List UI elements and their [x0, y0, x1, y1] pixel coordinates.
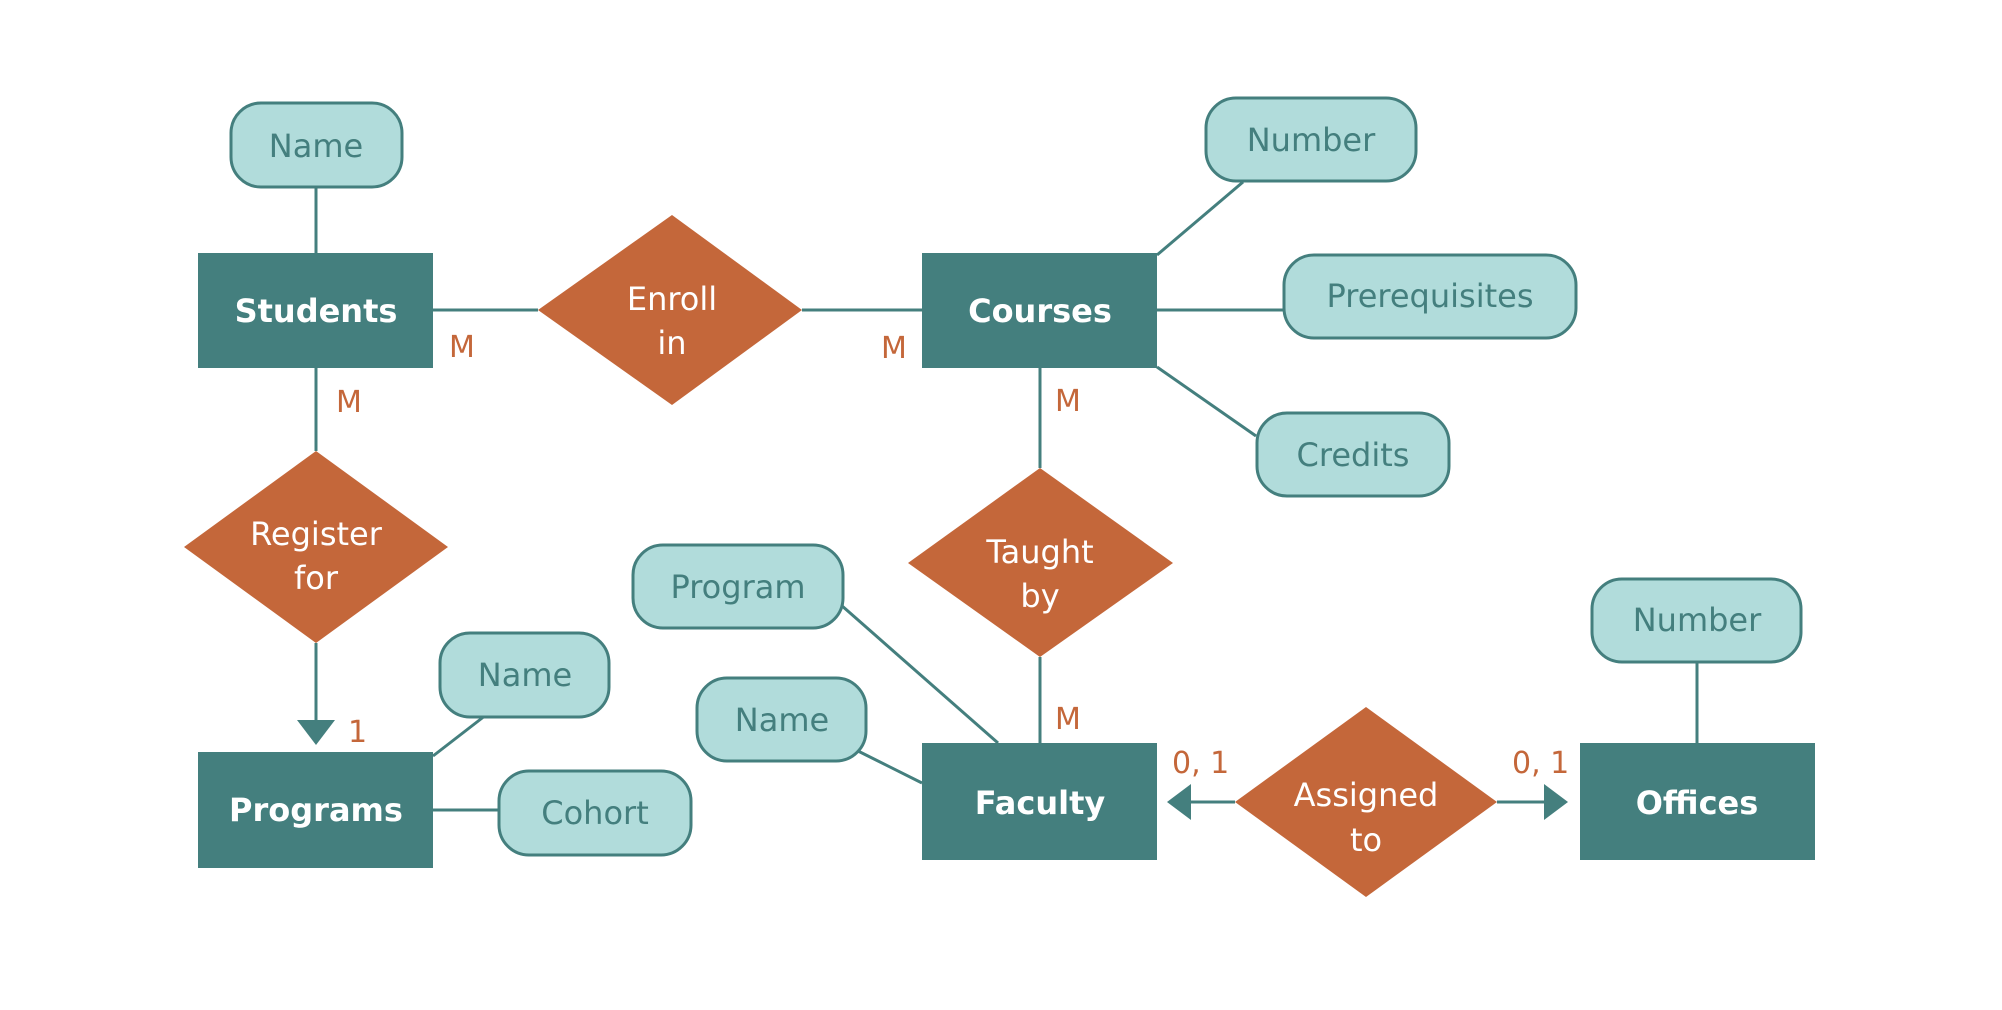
relationship-register-for-line1: Register — [250, 515, 383, 553]
entity-courses[interactable]: Courses — [922, 253, 1157, 368]
attribute-students-name[interactable]: Name — [229, 101, 404, 189]
relationship-assigned-to-line1: Assigned — [1294, 776, 1439, 814]
relationship-enroll-in-line2: in — [657, 324, 686, 362]
attribute-students-name-label: Name — [269, 127, 363, 165]
relationship-assigned-to-line2: to — [1350, 821, 1382, 859]
attribute-courses-number[interactable]: Number — [1204, 96, 1418, 183]
cardinality-courses-taught: M — [1055, 384, 1081, 419]
cardinality-faculty-taught: M — [1055, 702, 1081, 737]
entity-courses-label: Courses — [968, 292, 1112, 330]
attribute-programs-name[interactable]: Name — [438, 631, 611, 719]
attribute-offices-number[interactable]: Number — [1590, 577, 1803, 664]
arrow-right-icon — [1544, 784, 1568, 820]
entity-programs-label: Programs — [229, 791, 403, 829]
relationship-taught-by-line2: by — [1020, 577, 1059, 615]
entity-programs[interactable]: Programs — [198, 752, 433, 868]
connectors — [314, 180, 1699, 812]
attribute-programs-cohort[interactable]: Cohort — [497, 769, 693, 857]
relationship-taught-by[interactable]: Taught by — [908, 468, 1173, 657]
entity-offices-label: Offices — [1636, 784, 1759, 822]
relationship-register-for[interactable]: Register for — [184, 451, 448, 643]
cardinality-offices-assigned: 0, 1 — [1512, 746, 1569, 781]
cardinality-students-register: M — [336, 385, 362, 420]
attribute-courses-prerequisites[interactable]: Prerequisites — [1282, 253, 1578, 340]
relationship-assigned-to[interactable]: Assigned to — [1235, 707, 1497, 897]
arrow-left-icon — [1167, 784, 1191, 820]
relationship-taught-by-line1: Taught — [985, 533, 1093, 571]
cardinality-faculty-assigned: 0, 1 — [1172, 746, 1229, 781]
connector-courses-credits — [1156, 365, 1257, 438]
relationship-enroll-in[interactable]: Enroll in — [538, 215, 802, 405]
cardinality-programs-register: 1 — [348, 715, 367, 750]
attribute-courses-prerequisites-label: Prerequisites — [1327, 277, 1534, 315]
attribute-courses-credits[interactable]: Credits — [1255, 411, 1451, 498]
attribute-faculty-program[interactable]: Program — [631, 543, 845, 630]
entity-students[interactable]: Students — [198, 253, 433, 368]
attribute-programs-cohort-label: Cohort — [541, 794, 648, 832]
entity-students-label: Students — [235, 292, 398, 330]
arrow-down-icon — [297, 720, 335, 745]
attribute-faculty-name-label: Name — [735, 701, 829, 739]
cardinality-courses-enroll: M — [881, 331, 907, 366]
attribute-courses-credits-label: Credits — [1297, 436, 1410, 474]
entity-faculty-label: Faculty — [975, 784, 1106, 822]
connector-courses-number — [1156, 180, 1244, 257]
entity-faculty[interactable]: Faculty — [922, 743, 1157, 860]
attribute-faculty-name[interactable]: Name — [695, 676, 868, 763]
connector-faculty-name — [855, 748, 923, 785]
cardinality-students-enroll: M — [449, 330, 475, 365]
connector-faculty-program — [840, 603, 999, 745]
relationship-enroll-in-line1: Enroll — [627, 280, 717, 318]
attribute-offices-number-label: Number — [1633, 601, 1762, 639]
relationship-register-for-line2: for — [294, 559, 339, 597]
attribute-courses-number-label: Number — [1247, 121, 1376, 159]
attribute-programs-name-label: Name — [478, 656, 572, 694]
entity-offices[interactable]: Offices — [1580, 743, 1815, 860]
connector-programs-name — [432, 713, 487, 758]
attribute-faculty-program-label: Program — [670, 568, 805, 606]
